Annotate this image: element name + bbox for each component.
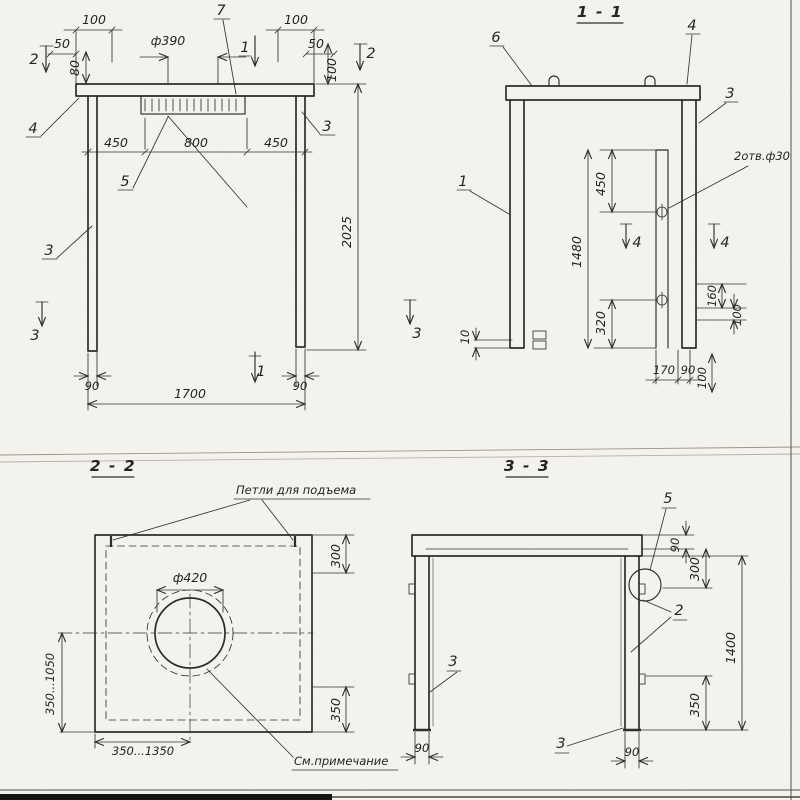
sec11-lifting-loops — [548, 75, 656, 87]
sec11-top-slab — [505, 85, 701, 101]
pos-label-2-sec33: 2 — [674, 603, 683, 619]
dim-sec33-90-right: 90 — [625, 745, 640, 759]
scan-edge-bar — [0, 794, 332, 800]
front-right-wall — [295, 95, 306, 348]
sec11-structure — [505, 75, 701, 350]
sec11-embed-plate-2 — [532, 340, 547, 350]
section-2-2-title: 2 - 2 — [90, 457, 136, 475]
separator-line-1 — [0, 446, 800, 456]
front-hatch-block — [140, 95, 246, 115]
dim-front-800: 800 — [184, 135, 208, 150]
sec11-right-wall — [681, 99, 697, 349]
sec33-top-slab — [411, 534, 643, 557]
section-3-3-title: 3 - 3 — [504, 457, 550, 475]
pos-label-6: 6 — [491, 30, 500, 46]
dim-sec33-90-top: 90 — [668, 538, 682, 553]
dim-front-450-right: 450 — [264, 135, 288, 150]
sec33-embed-right-top — [638, 583, 646, 595]
dim-front-450-left: 450 — [104, 135, 128, 150]
section-2-2-view: 2 - 2 Петли для подъема — [43, 457, 399, 771]
dim-sec22-hole: ф420 — [173, 570, 208, 585]
dim-sec11-100-bottom: 100 — [695, 367, 709, 389]
sec33-structure — [408, 534, 662, 732]
sec11-embed-plate-1 — [532, 330, 547, 340]
note-see-note: См.примечание — [294, 754, 388, 768]
dim-sec22-range-left: 350...1050 — [43, 653, 57, 715]
sec22-slab-outline — [94, 534, 313, 733]
dim-sec22-300: 300 — [328, 544, 343, 568]
cut-label-1-bottom: 1 — [256, 364, 265, 380]
pos-label-3-left-sec33: 3 — [448, 654, 457, 670]
dim-front-hole: ф390 — [151, 33, 186, 48]
sec22-hidden-walls — [105, 545, 301, 721]
dim-front-slab-thk: 80 — [67, 60, 82, 76]
dim-front-edge-left: 50 — [54, 36, 70, 51]
dim-front-overhang-right: 100 — [284, 12, 308, 27]
dim-front-wall-left: 90 — [85, 379, 100, 393]
pos-label-3-right-sec33: 3 — [556, 736, 565, 752]
dim-sec11-100-right: 100 — [730, 304, 744, 326]
cut-label-2-right: 2 — [366, 46, 375, 62]
pos-label-3-sec11: 3 — [725, 86, 734, 102]
sec22-dimension-graphics — [57, 499, 355, 758]
sec33-dimension-graphics — [400, 507, 749, 769]
pos-label-5: 5 — [120, 174, 129, 190]
cut-label-3-right: 3 — [412, 326, 421, 342]
pos-label-4: 4 — [28, 121, 37, 137]
sec22-structure — [57, 534, 314, 745]
dim-sec33-1400: 1400 — [723, 632, 738, 664]
dim-front-overhang-left: 100 — [82, 12, 106, 27]
sec33-embed-right-bottom — [638, 673, 646, 685]
cut-label-4-left: 4 — [632, 235, 641, 251]
front-view: 100 50 80 ф390 7 100 50 100 2 2 1 450 80… — [25, 3, 422, 411]
dim-sec22-350: 350 — [328, 698, 343, 722]
pos-label-5-sec33: 5 — [663, 491, 672, 507]
pos-label-7: 7 — [216, 3, 226, 19]
section-1-1-title: 1 - 1 — [577, 3, 623, 21]
dim-sec33-300: 300 — [687, 557, 702, 581]
dim-sec11-90: 90 — [681, 363, 696, 377]
dim-sec11-1480: 1480 — [569, 236, 584, 268]
dim-front-height: 2025 — [339, 216, 354, 248]
dim-front-wall-right: 90 — [293, 379, 308, 393]
dim-sec11-320: 320 — [593, 311, 608, 335]
dim-sec33-90-left: 90 — [415, 741, 430, 755]
pos-label-3-right: 3 — [322, 119, 331, 135]
note-lifting-loops: Петли для подъема — [236, 483, 356, 497]
front-stray-leader — [167, 115, 248, 208]
dim-front-edge-right: 50 — [308, 36, 324, 51]
separator-line-2 — [0, 453, 800, 463]
dim-sec11-10: 10 — [458, 330, 472, 345]
pos-label-1-sec11: 1 — [458, 174, 467, 190]
sec11-inner-strip — [655, 149, 669, 349]
front-hatch-lines — [144, 98, 237, 112]
sec11-left-wall — [509, 99, 525, 349]
sec33-embed-left-top — [408, 583, 416, 595]
sec33-embed-left-bottom — [408, 673, 416, 685]
cut-label-3-left: 3 — [30, 328, 39, 344]
section-1-1-view: 1 - 1 — [456, 3, 790, 394]
cut-label-4-right: 4 — [720, 235, 729, 251]
dim-sec11-450: 450 — [593, 172, 608, 196]
section-3-3-view: 3 - 3 — [400, 457, 749, 769]
cut-label-1-top: 1 — [240, 40, 249, 56]
note-two-holes: 2отв.ф30 — [734, 149, 790, 163]
dim-sec11-160: 160 — [705, 285, 719, 307]
dim-sec22-range-bottom: 350...1350 — [112, 744, 174, 758]
front-left-wall — [87, 95, 98, 352]
dim-front-right-vert: 100 — [324, 58, 339, 82]
pos-label-3-left: 3 — [44, 243, 53, 259]
pos-label-4-sec11: 4 — [687, 18, 696, 34]
dim-front-width: 1700 — [174, 386, 206, 401]
dim-sec33-350: 350 — [687, 693, 702, 717]
cut-label-2-left: 2 — [29, 52, 38, 68]
dim-sec11-170: 170 — [653, 363, 675, 377]
sec11-dimension-graphics — [456, 33, 749, 394]
front-dimension-graphics — [25, 18, 417, 411]
